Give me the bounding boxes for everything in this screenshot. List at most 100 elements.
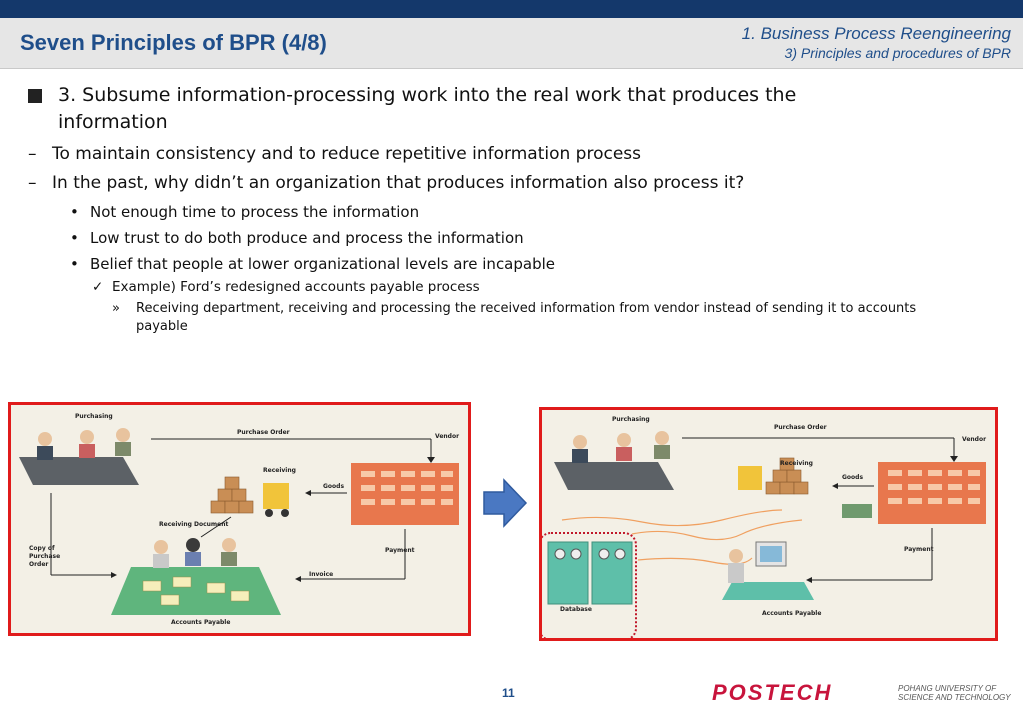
person-icon xyxy=(221,552,237,566)
label-receiving: Receiving xyxy=(780,460,813,467)
logo-subtitle: POHANG UNIVERSITY OF SCIENCE AND TECHNOL… xyxy=(898,684,1011,702)
person-icon xyxy=(186,538,200,552)
person-icon xyxy=(38,432,52,446)
arrow-head-icon xyxy=(427,457,435,463)
check-item-text: Example) Ford’s redesigned accounts paya… xyxy=(112,279,480,295)
person-icon xyxy=(729,549,743,563)
person-icon xyxy=(616,447,632,461)
forklift-icon xyxy=(263,483,289,509)
accounts-payable-desk xyxy=(722,582,814,600)
person-icon xyxy=(573,435,587,449)
person-icon xyxy=(728,563,744,583)
bullet-marker: • xyxy=(70,255,79,273)
dial-icon xyxy=(570,548,582,560)
label-vendor: Vendor xyxy=(435,433,460,440)
network-line xyxy=(561,509,783,527)
label-copy-of-purchase-order: Copy of Purchase Order xyxy=(29,545,61,568)
title-bar: Seven Principles of BPR (4/8) 1. Busines… xyxy=(0,18,1023,69)
right-arrow-icon xyxy=(483,478,528,528)
purchasing-desk xyxy=(554,462,674,490)
label-receiving: Receiving xyxy=(263,467,296,474)
truck-icon xyxy=(842,504,872,518)
raquo-marker: » xyxy=(112,301,120,316)
receiving-document-arrow xyxy=(200,516,232,538)
square-bullet-icon xyxy=(28,89,42,103)
detail-item: » Receiving department, receiving and pr… xyxy=(22,300,952,336)
person-icon xyxy=(154,540,168,554)
bullet-marker: • xyxy=(70,203,79,221)
checkmark-icon: ✓ xyxy=(92,279,104,295)
person-icon xyxy=(655,431,669,445)
person-icon xyxy=(572,449,588,463)
postech-logo: POSTECH xyxy=(712,680,833,705)
person-icon xyxy=(153,554,169,568)
dash-item: – In the past, why didn’t an organizatio… xyxy=(22,171,982,196)
bullet-item-text: Low trust to do both produce and process… xyxy=(90,229,524,247)
label-payment: Payment xyxy=(904,546,934,553)
label-purchase-order: Purchase Order xyxy=(774,424,827,431)
person-icon xyxy=(80,430,94,444)
header-top-bar xyxy=(0,0,1023,18)
dial-icon xyxy=(614,548,626,560)
network-line xyxy=(631,519,803,541)
slide-content: 3. Subsume information-processing work i… xyxy=(22,82,982,336)
label-accounts-payable: Accounts Payable xyxy=(171,619,231,626)
person-icon xyxy=(222,538,236,552)
person-icon xyxy=(617,433,631,447)
purchasing-desk xyxy=(19,457,139,485)
forklift-icon xyxy=(738,466,762,490)
new-process-illustration xyxy=(542,431,986,638)
database-highlight xyxy=(542,532,637,638)
dash-item-text: In the past, why didn’t an organization … xyxy=(52,173,745,193)
bullet-item: • Low trust to do both produce and proce… xyxy=(22,228,982,248)
section-line-2: 3) Principles and procedures of BPR xyxy=(784,45,1011,61)
dash-item-text: To maintain consistency and to reduce re… xyxy=(52,144,642,164)
person-icon xyxy=(185,552,201,566)
goods-boxes xyxy=(765,457,809,495)
logo-subtitle-line-2: SCIENCE AND TECHNOLOGY xyxy=(898,693,1011,702)
bullet-item-text: Not enough time to process the informati… xyxy=(90,203,420,221)
dash-marker: – xyxy=(28,173,37,193)
person-icon xyxy=(37,446,53,460)
bullet-item: • Not enough time to process the informa… xyxy=(22,202,982,222)
section-line-1: 1. Business Process Reengineering xyxy=(741,24,1011,43)
label-receiving-document: Receiving Document xyxy=(159,521,229,528)
person-icon xyxy=(115,442,131,456)
logo-subtitle-line-1: POHANG UNIVERSITY OF xyxy=(898,684,997,693)
slide-title: Seven Principles of BPR (4/8) xyxy=(20,30,327,55)
bullet-item: • Belief that people at lower organizati… xyxy=(22,254,982,274)
label-accounts-payable: Accounts Payable xyxy=(762,610,822,617)
old-process-diagram: Purchasing Purchase Order Vendor Receivi… xyxy=(8,402,471,636)
network-line xyxy=(637,557,753,565)
bullet-item-text: Belief that people at lower organization… xyxy=(90,255,556,273)
label-database: Database xyxy=(560,606,592,613)
label-payment: Payment xyxy=(385,547,415,554)
main-point-line-2: information xyxy=(58,111,168,133)
main-point: 3. Subsume information-processing work i… xyxy=(22,82,982,136)
check-item: ✓ Example) Ford’s redesigned accounts pa… xyxy=(22,278,982,296)
database-cabinet xyxy=(591,541,633,605)
page-number: 11 xyxy=(502,686,515,700)
section-info: 1. Business Process Reengineering 3) Pri… xyxy=(742,24,1011,62)
dial-icon xyxy=(598,548,610,560)
label-goods: Goods xyxy=(323,483,345,490)
goods-boxes xyxy=(210,476,254,514)
accounts-payable-desk xyxy=(111,567,281,615)
main-point-line-1: 3. Subsume information-processing work i… xyxy=(58,84,797,106)
dash-marker: – xyxy=(28,144,37,164)
person-icon xyxy=(654,445,670,459)
bullet-marker: • xyxy=(70,229,79,247)
label-goods: Goods xyxy=(842,474,864,481)
label-purchasing: Purchasing xyxy=(612,416,650,423)
label-purchase-order: Purchase Order xyxy=(237,429,290,436)
dial-icon xyxy=(554,548,566,560)
documents-icon xyxy=(142,576,250,606)
label-invoice: Invoice xyxy=(309,571,334,578)
dash-item: – To maintain consistency and to reduce … xyxy=(22,142,982,167)
person-icon xyxy=(79,444,95,458)
new-process-diagram: Purchasing Purchase Order Vendor Receivi… xyxy=(539,407,998,641)
label-vendor: Vendor xyxy=(962,436,987,443)
old-process-illustration xyxy=(19,428,459,615)
database-cabinet xyxy=(547,541,589,605)
person-icon xyxy=(116,428,130,442)
